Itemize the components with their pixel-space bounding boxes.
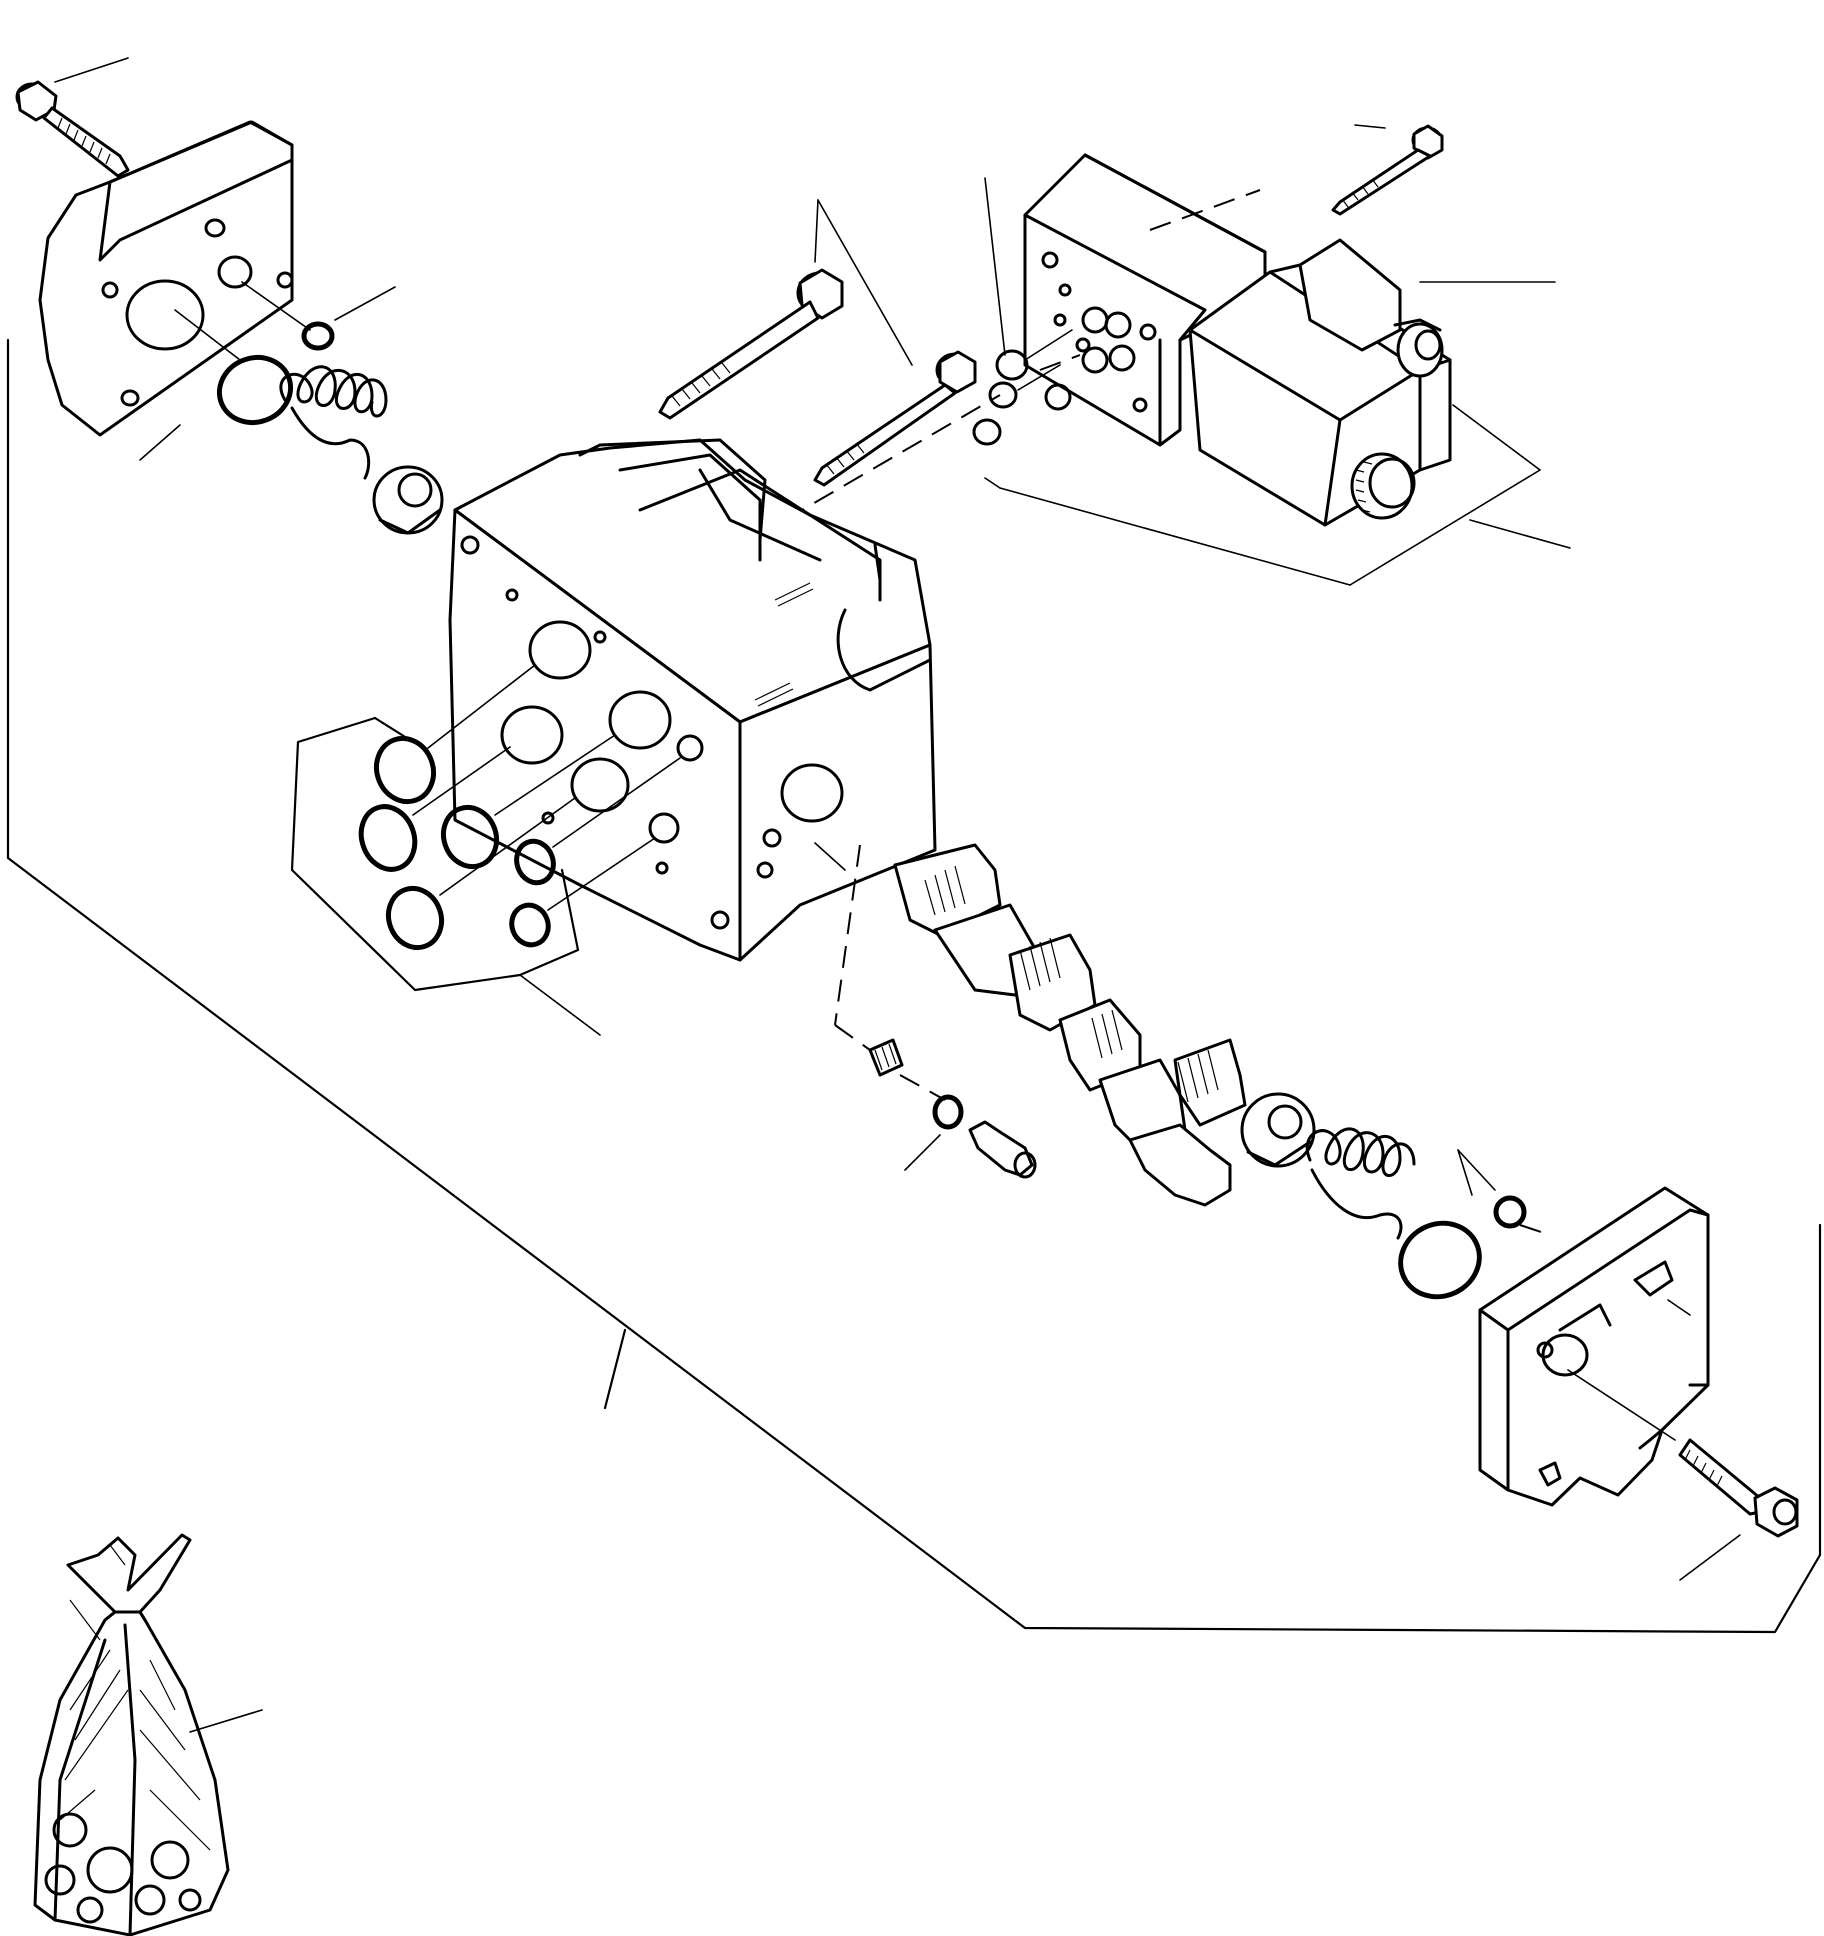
- body-port-o-rings: [290, 664, 681, 1036]
- right-cover-o-ring-large: [1398, 1220, 1482, 1300]
- left-cover-o-ring-large: [216, 355, 294, 425]
- valve-body: [448, 438, 937, 962]
- solenoid-valve: [984, 153, 1571, 586]
- check-plug-o-ring: [932, 1094, 964, 1130]
- right-spring-washer: [1240, 1092, 1316, 1168]
- tie-bolt-short: [784, 350, 1001, 521]
- solenoid-screw: [1331, 124, 1444, 216]
- left-end-cover: [38, 120, 311, 461]
- right-end-cover: [1478, 1186, 1710, 1507]
- right-cover-screw: [1678, 1438, 1799, 1581]
- left-spring-washer: [372, 465, 444, 535]
- right-spring: [1305, 1127, 1416, 1240]
- left-cover-screw: [15, 57, 130, 178]
- right-cover-o-ring-small: [1457, 1149, 1551, 1236]
- seal-kit-bag: [33, 1533, 263, 1936]
- assembly-bracket: [6, 338, 1822, 1634]
- left-spring: [279, 365, 388, 480]
- solenoid-o-rings: [972, 329, 1073, 446]
- left-cover-o-ring-small: [301, 286, 396, 351]
- tie-bolt-long: [658, 199, 913, 420]
- plug-set-screw: [868, 1038, 904, 1077]
- check-plug: [904, 1120, 1037, 1179]
- valve-spool: [893, 843, 1247, 1207]
- spool-check-dash: [814, 842, 946, 1101]
